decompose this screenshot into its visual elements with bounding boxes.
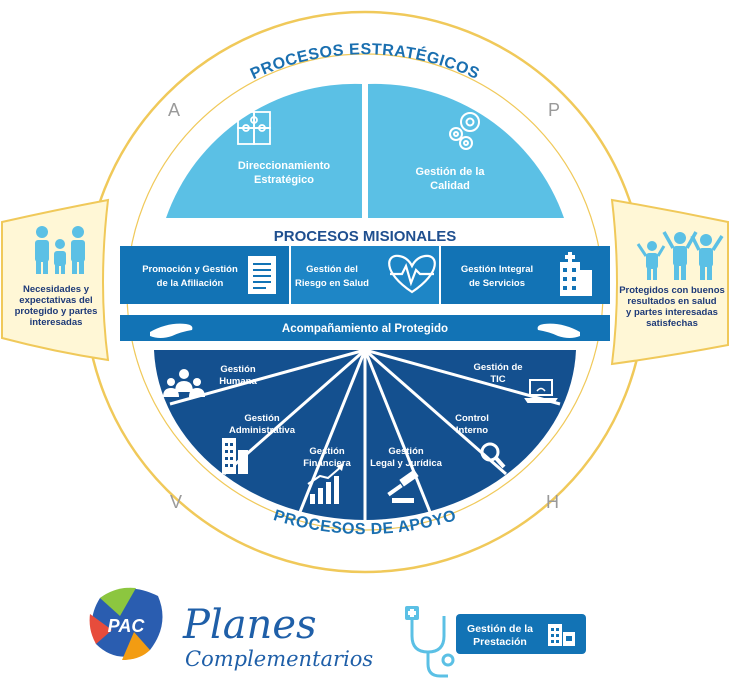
missional-center-line2: Riesgo en Salud [295,278,369,289]
family-icon [35,226,85,274]
laptop-icon [524,379,558,403]
accompaniment-label: Acompañamiento al Protegido [282,323,448,335]
office-building-icon [222,438,248,474]
pdca-letter-v: V [170,492,182,512]
output-line-2: resultados en salud [627,296,716,307]
support-fin-line1: Gestión [309,446,345,457]
support-humana-line2: Humana [219,376,257,387]
strategic-right-line2: Calidad [430,180,470,192]
strategic-left-line2: Estratégico [254,174,314,186]
output-line-4: satisfechas [646,318,698,329]
logo-badge: PAC [108,616,146,636]
left-hand-icon [150,323,193,338]
support-control-line1: Control [455,413,489,424]
pac-logo: PAC [89,587,163,660]
puzzle-icon [237,111,271,145]
right-hand-icon [537,323,580,338]
input-line-2: expectativas del [19,295,92,306]
pdca-letter-a: A [168,100,180,120]
missional-center-cell [290,246,440,304]
output-panel [610,198,729,366]
strategic-right-line1: Gestión de la [415,166,485,178]
clinic-building-icon [548,624,575,646]
missional-right-line2: de Servicios [469,278,525,289]
strategic-right-quadrant [368,83,564,218]
prestacion-line1: Gestión de la [467,623,533,635]
gears-icon [449,112,480,150]
missional-title: PROCESOS MISIONALES [274,228,457,245]
support-fin-line2: Financiera [303,458,351,469]
strategic-left-quadrant [166,83,362,219]
input-line-1: Necesidades y [23,284,90,295]
support-admin-line1: Gestión [244,413,280,424]
input-line-3: protegido y partes [15,306,98,317]
accompaniment-bar [120,315,610,341]
input-panel [1,198,110,362]
cheering-people-icon [636,231,724,280]
support-legal-line2: Legal y Jurídica [370,458,443,469]
output-line-1: Protegidos con buenos [619,285,725,296]
pdca-letter-p: P [548,100,560,120]
hospital-building-icon [560,252,592,296]
support-humana-line1: Gestión [220,364,256,375]
support-admin-line2: Administrativa [229,425,296,436]
support-control-line2: Interno [456,425,488,436]
support-tic-line1: Gestión de [473,362,522,373]
document-icon [248,256,276,294]
support-tic-line2: TIC [490,374,505,385]
strategic-left-line1: Direccionamiento [238,160,331,172]
heart-pulse-icon [388,254,436,294]
missional-right-line1: Gestión Integral [461,264,533,275]
pdca-letter-h: H [546,492,559,512]
team-icon [163,369,205,397]
missional-left-line1: Promoción y Gestión [142,264,238,275]
missional-center-line1: Gestión del [306,264,358,275]
logo-word-complementarios: Complementarios [185,647,373,671]
missional-left-line2: de la Afiliación [157,278,224,289]
support-legal-line1: Gestión [388,446,424,457]
input-line-4: interesadas [30,317,83,328]
output-line-3: y partes interesadas [626,307,718,318]
stethoscope-icon [405,606,455,678]
magnifier-icon [480,442,506,469]
logo-word-planes: Planes [182,602,317,648]
prestacion-line2: Prestación [473,636,527,648]
growth-chart-icon [307,463,344,504]
gavel-icon [387,469,419,503]
